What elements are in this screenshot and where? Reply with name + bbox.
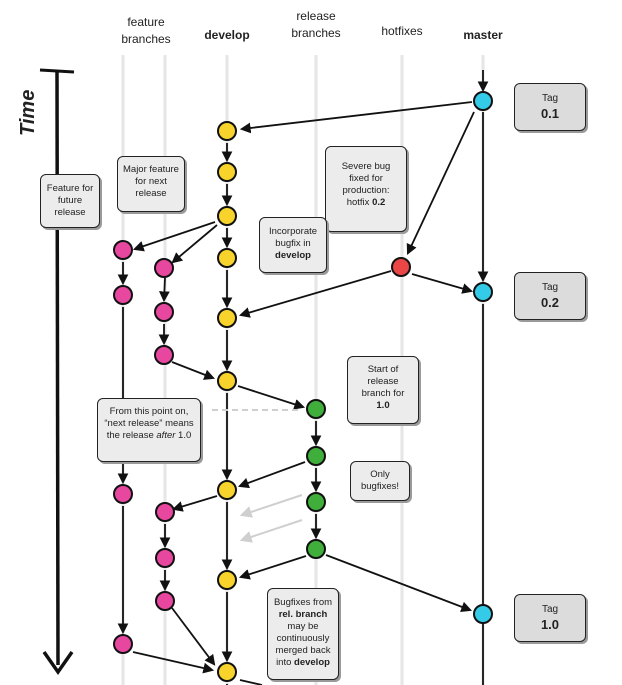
- hotfixes-header: hotfixes: [381, 24, 423, 38]
- callout-feature-future-text: Feature for future release: [46, 183, 94, 218]
- start-release-text: Start of release branch for: [361, 364, 405, 399]
- callout-major-feature: Major feature for next release: [117, 156, 185, 212]
- tag-label: Tag: [541, 604, 559, 615]
- tag-0-1: Tag 0.1: [514, 83, 586, 131]
- callout-only-bugfixes: Only bugfixes!: [350, 461, 410, 501]
- tag-version: 0.2: [540, 295, 560, 310]
- develop-commit: [217, 662, 237, 682]
- develop-header: develop: [204, 28, 250, 42]
- feature-commit: [154, 302, 174, 322]
- feature-commit: [113, 285, 133, 305]
- callout-next-release: From this point on, “next release” means…: [97, 398, 201, 462]
- callout-bugfixes-merged: Bugfixes from rel. branch may be continu…: [267, 588, 339, 680]
- develop-commit: [217, 371, 237, 391]
- develop-commit: [217, 480, 237, 500]
- severe-bug-text: Severe bug fixed for production: hotfix: [341, 161, 391, 208]
- callout-severe-bug: Severe bug fixed for production: hotfix …: [325, 146, 407, 232]
- time-label: Time: [17, 89, 39, 136]
- incorporate-branch: develop: [275, 250, 311, 261]
- tag-label: Tag: [541, 282, 559, 293]
- callout-feature-future: Feature for future release: [40, 174, 100, 228]
- release-branches-header: release branches: [291, 9, 341, 40]
- feature-branches-header: feature branches: [121, 15, 171, 46]
- release-commit: [306, 492, 326, 512]
- callout-major-feature-text: Major feature for next release: [123, 164, 179, 199]
- callout-start-release: Start of release branch for 1.0: [347, 356, 419, 424]
- hotfix-commit: [391, 257, 411, 277]
- callout-incorporate-bugfix: Incorporate bugfix in develop: [259, 217, 327, 273]
- time-axis: [39, 68, 75, 676]
- feature-commit: [113, 240, 133, 260]
- release-commit: [306, 446, 326, 466]
- next-release-after: after: [156, 430, 176, 441]
- develop-commit: [217, 206, 237, 226]
- develop-commit: [217, 121, 237, 141]
- tag-version: 1.0: [540, 617, 560, 632]
- severe-bug-version: 0.2: [372, 197, 386, 208]
- develop-commit: [217, 248, 237, 268]
- start-release-version: 1.0: [376, 400, 390, 411]
- bugfixes-text: Bugfixes from: [273, 597, 333, 608]
- release-commit: [306, 399, 326, 419]
- tag-1-0: Tag 1.0: [514, 594, 586, 642]
- next-release-text: From this point on, “next release” means…: [104, 406, 194, 441]
- feature-commit: [155, 502, 175, 522]
- gray-merge-arrows: [239, 494, 303, 543]
- tag-0-2: Tag 0.2: [514, 272, 586, 320]
- bugfixes-branch: rel. branch: [278, 609, 328, 620]
- feature-commit: [154, 345, 174, 365]
- tag-version: 0.1: [540, 106, 560, 121]
- only-bugfixes-text: Only bugfixes!: [360, 469, 400, 492]
- feature-commit: [113, 634, 133, 654]
- release-commit: [306, 539, 326, 559]
- feature-commit: [155, 548, 175, 568]
- feature-commit: [113, 484, 133, 504]
- commits: [113, 91, 493, 682]
- feature-commit: [155, 591, 175, 611]
- develop-commit: [217, 570, 237, 590]
- tag-label: Tag: [541, 93, 559, 104]
- master-commit: [473, 91, 493, 111]
- master-commit: [473, 282, 493, 302]
- bugfixes-text-2: may be continuously merged back into: [275, 621, 331, 668]
- bugfixes-develop: develop: [294, 657, 330, 668]
- develop-commit: [217, 308, 237, 328]
- master-commit: [473, 604, 493, 624]
- develop-commit: [217, 162, 237, 182]
- feature-commit: [154, 258, 174, 278]
- incorporate-text: Incorporate bugfix in: [268, 226, 318, 249]
- next-release-version: 1.0: [175, 430, 192, 441]
- master-header: master: [463, 28, 503, 42]
